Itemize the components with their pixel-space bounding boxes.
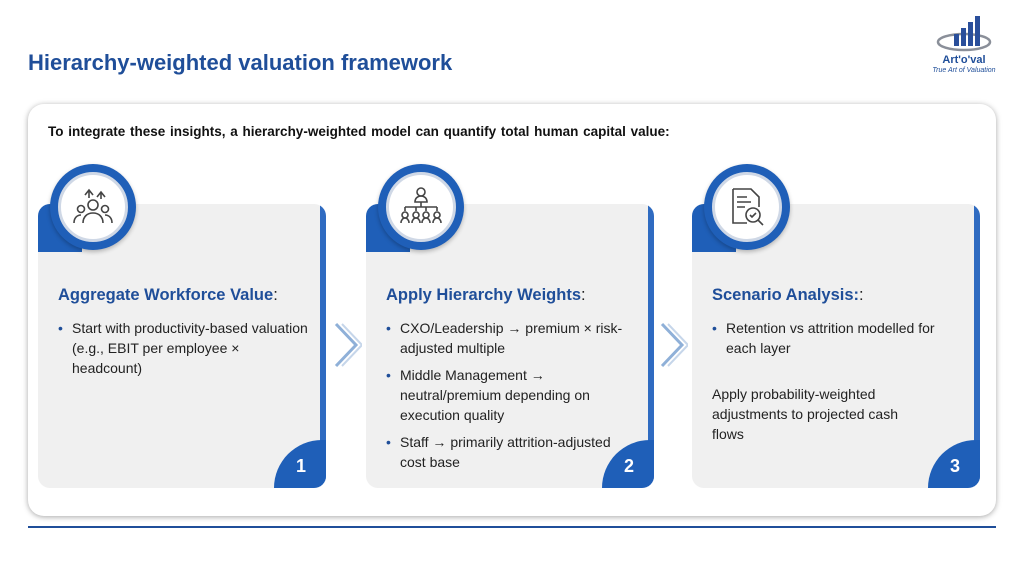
- card-bullets: CXO/Leadership → premium × risk-adjusted…: [386, 318, 636, 479]
- org-chart-icon: [400, 187, 442, 224]
- card-icon-frame: [704, 164, 790, 250]
- logo-name: Art'o'val: [942, 54, 986, 66]
- card-heading: Apply Hierarchy Weights:: [386, 286, 586, 304]
- card-bullets: Retention vs attrition modelled for each…: [712, 318, 962, 365]
- team-growth-icon: [73, 188, 113, 224]
- step-card-2: Apply Hierarchy Weights: CXO/Leadership …: [366, 164, 654, 488]
- card-icon-frame: [50, 164, 136, 250]
- page-title: Hierarchy-weighted valuation framework: [28, 50, 453, 75]
- list-item: Retention vs attrition modelled for each…: [712, 318, 962, 358]
- company-logo: Art'o'val True Art of Valuation: [918, 14, 1010, 78]
- card-paragraph: Apply probability-weighted adjustments t…: [712, 386, 898, 442]
- document-search-icon: [732, 188, 764, 226]
- list-item: CXO/Leadership → premium × risk-adjusted…: [386, 318, 636, 358]
- intro-text: To integrate these insights, a hierarchy…: [48, 124, 670, 139]
- card-icon-frame: [378, 164, 464, 250]
- step-card-3: Scenario Analysis:: Retention vs attriti…: [692, 164, 980, 488]
- chevron-right-icon: [660, 322, 688, 368]
- card-heading: Scenario Analysis::: [712, 286, 864, 304]
- footer-divider: [28, 526, 996, 528]
- chevron-right-icon: [334, 322, 362, 368]
- bar-chart-logo-icon: [936, 16, 992, 52]
- logo-tagline: True Art of Valuation: [932, 67, 996, 74]
- list-item: Start with productivity-based valuation …: [58, 318, 308, 378]
- card-heading: Aggregate Workforce Value:: [58, 286, 278, 304]
- list-item: Middle Management → neutral/premium depe…: [386, 365, 636, 425]
- step-card-1: Aggregate Workforce Value: Start with pr…: [38, 164, 326, 488]
- list-item: Staff → primarily attrition-adjusted cos…: [386, 432, 636, 472]
- card-bullets: Start with productivity-based valuation …: [58, 318, 308, 385]
